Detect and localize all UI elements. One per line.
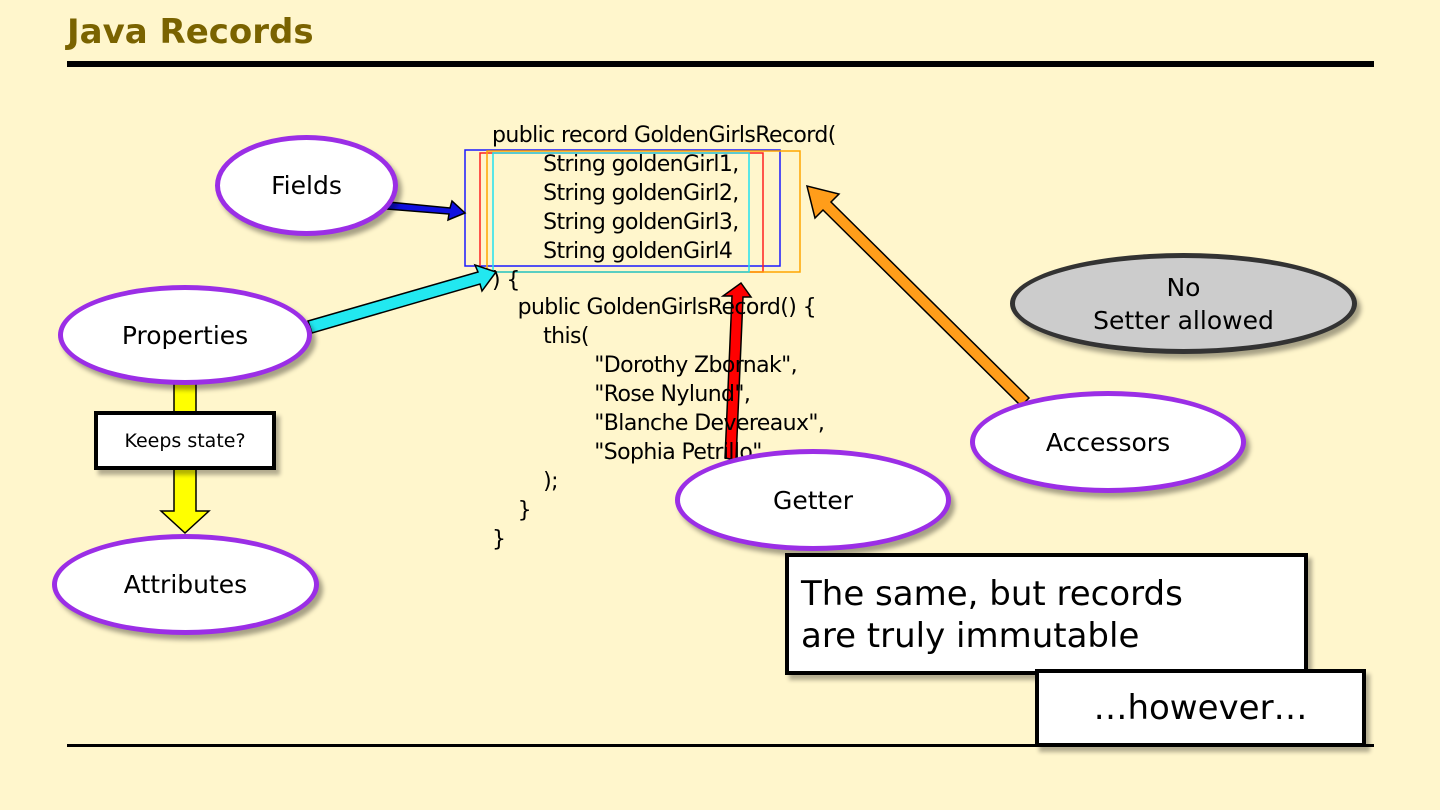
accessors-ellipse: Accessors — [970, 391, 1246, 493]
fields-ellipse: Fields — [215, 135, 398, 236]
properties-arrow — [307, 263, 498, 334]
immutable-note-box: The same, but records are truly immutabl… — [785, 553, 1308, 675]
title-underline — [67, 61, 1374, 67]
properties-highlight-rect — [492, 152, 750, 273]
attributes-ellipse: Attributes — [52, 534, 319, 635]
keeps-state-arrow — [159, 467, 211, 535]
however-box: …however… — [1035, 669, 1366, 747]
keeps-state-arrow-shaft-top — [173, 382, 197, 414]
fields-highlight-rect — [464, 149, 781, 267]
properties-ellipse: Properties — [58, 285, 312, 385]
fields-arrow — [385, 199, 467, 222]
no-setter-ellipse: No Setter allowed — [1010, 253, 1357, 354]
keeps-state-box: Keeps state? — [94, 411, 276, 470]
accessors-arrow — [805, 184, 1031, 408]
getter-ellipse: Getter — [675, 449, 951, 551]
code-record-header: public record GoldenGirlsRecord( String … — [492, 123, 836, 293]
footer-rule — [67, 744, 1374, 747]
slide-title: Java Records — [67, 12, 314, 52]
getter-arrow — [720, 281, 753, 461]
code-constructor: public GoldenGirlsRecord() { this( "Doro… — [492, 295, 825, 552]
